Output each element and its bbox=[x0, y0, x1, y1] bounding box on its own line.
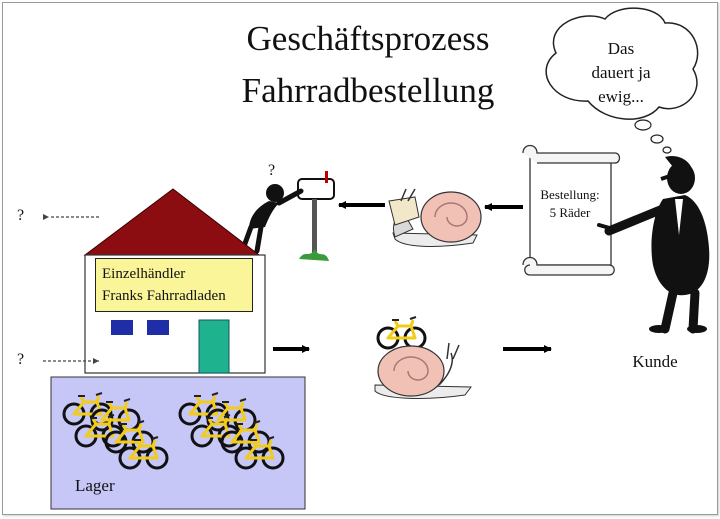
house-window-left bbox=[111, 320, 133, 335]
retailer-sign-line-2: Franks Fahrradladen bbox=[102, 288, 226, 304]
thought-line-1: Das bbox=[608, 39, 634, 58]
title-line-1: Geschäftsprozess bbox=[246, 19, 490, 58]
question-mark-lower: ? bbox=[17, 351, 25, 368]
retailer-sign-line-1: Einzelhändler bbox=[102, 266, 186, 282]
warehouse-label: Lager bbox=[75, 476, 115, 495]
thought-bubble: Das dauert ja ewig... bbox=[545, 7, 699, 154]
customer-label: Kunde bbox=[632, 352, 677, 371]
mailbox-icon bbox=[297, 171, 335, 261]
house-door bbox=[198, 319, 230, 374]
thought-line-2: dauert ja bbox=[592, 63, 651, 82]
thought-line-3: ewig... bbox=[598, 87, 644, 106]
svg-text:?: ? bbox=[268, 162, 275, 179]
question-mark-upper: ? bbox=[17, 207, 25, 224]
order-line-1: Bestellung: bbox=[540, 187, 599, 202]
house-window-right bbox=[147, 320, 169, 335]
snail-carrying-bike-icon bbox=[374, 315, 472, 399]
person-checking-mailbox-icon: ? bbox=[240, 162, 304, 254]
man-pointing-icon bbox=[597, 155, 710, 334]
snail-carrying-letter-icon bbox=[388, 188, 482, 247]
retailer-sign: Einzelhändler Franks Fahrradladen bbox=[95, 258, 253, 312]
title-line-2: Fahrradbestellung bbox=[241, 71, 495, 110]
order-line-2: 5 Räder bbox=[550, 205, 591, 220]
order-scroll: Bestellung: 5 Räder bbox=[522, 144, 621, 276]
